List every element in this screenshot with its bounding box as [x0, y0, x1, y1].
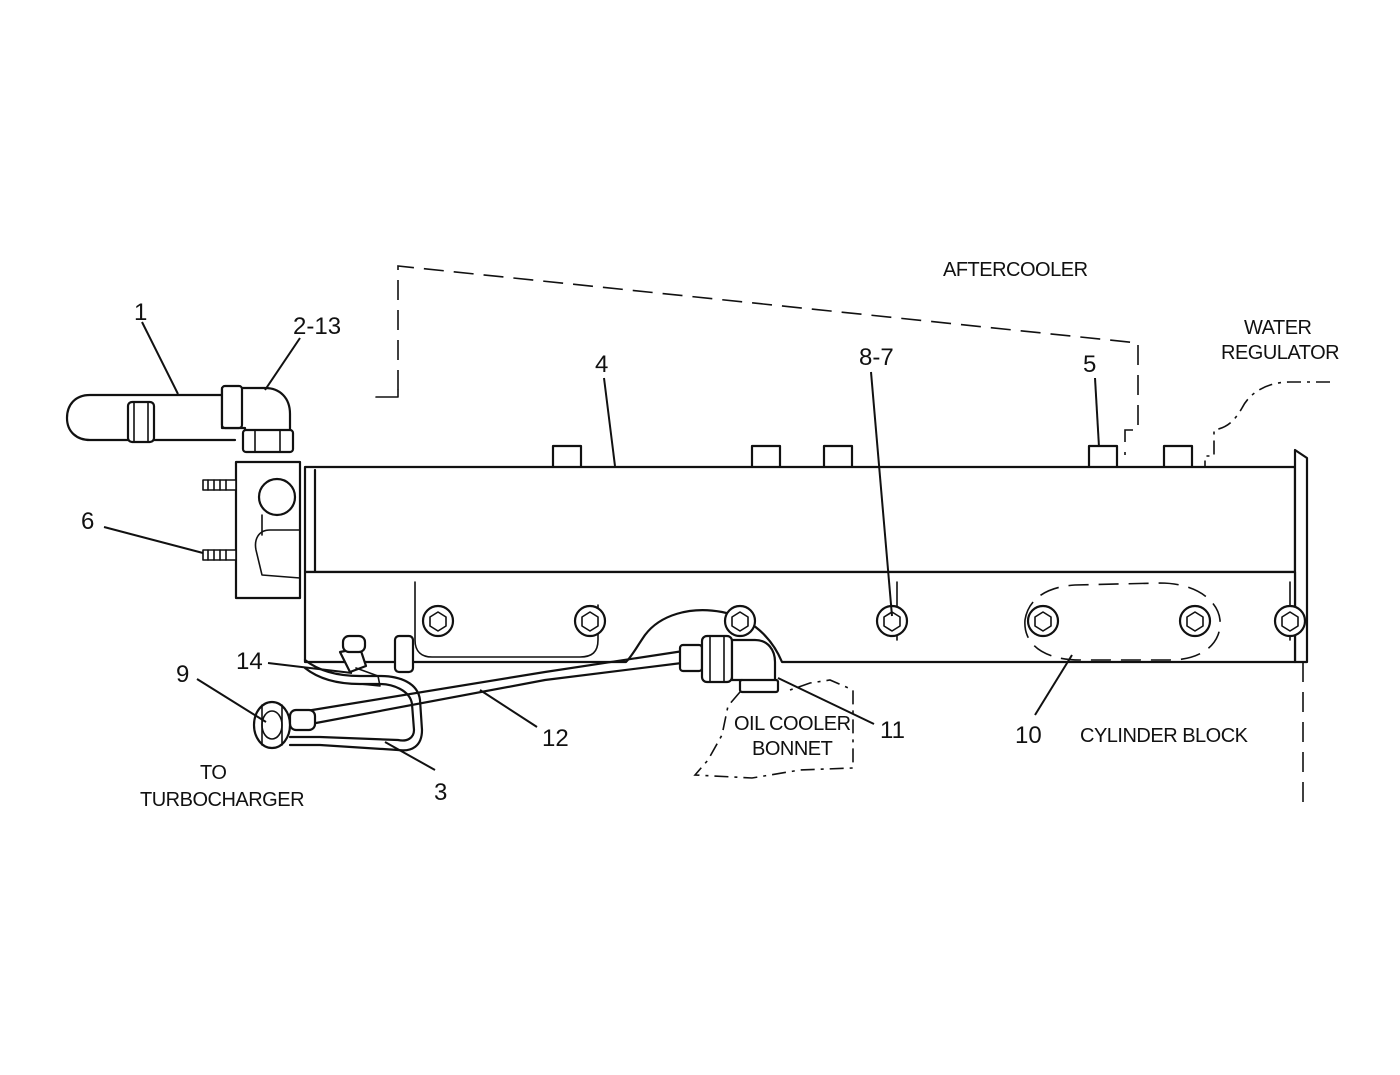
callout-2-13: 2-13	[293, 313, 341, 340]
label-aftercooler: AFTERCOOLER	[943, 259, 1088, 281]
bolt-head-7	[1273, 604, 1307, 638]
callout-3: 3	[434, 779, 447, 806]
callout-5: 5	[1083, 351, 1096, 378]
studs	[202, 479, 237, 561]
label-to: TO	[200, 762, 226, 784]
callout-1: 1	[134, 299, 147, 326]
bolt-head-3	[723, 604, 757, 638]
return-pipes	[288, 634, 692, 752]
callout-numbers: 1 2-13 4 8-7 5 6 14 9 12 3 11 10	[81, 299, 1096, 806]
label-bonnet: BONNET	[752, 738, 833, 760]
inlet-tube-and-elbow	[65, 384, 295, 454]
callout-14: 14	[236, 648, 263, 675]
callout-11: 11	[880, 717, 905, 744]
label-turbocharger: TURBOCHARGER	[140, 789, 304, 811]
oil-cooler-bonnet-outline	[693, 679, 854, 779]
callout-10: 10	[1015, 722, 1042, 749]
inlet-elbow-housing	[234, 460, 302, 600]
bolt-head-1	[421, 604, 455, 638]
callout-12: 12	[542, 725, 569, 752]
bolt-head-6	[1178, 604, 1212, 638]
callout-4: 4	[595, 351, 608, 378]
component-labels: AFTERCOOLER WATER REGULATOR OIL COOLER B…	[140, 259, 1340, 811]
bolt-head-2	[573, 604, 607, 638]
callout-8-7: 8-7	[859, 344, 894, 371]
oil-cooler-fitting	[678, 634, 780, 694]
callout-6: 6	[81, 508, 94, 535]
water-regulator-outline	[1204, 381, 1330, 466]
label-oil-cooler: OIL COOLER	[734, 713, 851, 735]
flange-bolts	[421, 604, 1307, 638]
gasket-outline	[1024, 582, 1221, 661]
leader-lines	[103, 321, 1100, 771]
label-regulator: REGULATOR	[1221, 342, 1339, 364]
bolt-head-5	[1026, 604, 1060, 638]
callout-9: 9	[176, 661, 189, 688]
label-water: WATER	[1244, 317, 1312, 339]
label-cylinder-block: CYLINDER BLOCK	[1080, 725, 1249, 747]
aftercooler-outline	[375, 265, 1139, 455]
aftercooler-housing	[303, 444, 1309, 664]
turbocharger-fitting	[252, 700, 317, 750]
